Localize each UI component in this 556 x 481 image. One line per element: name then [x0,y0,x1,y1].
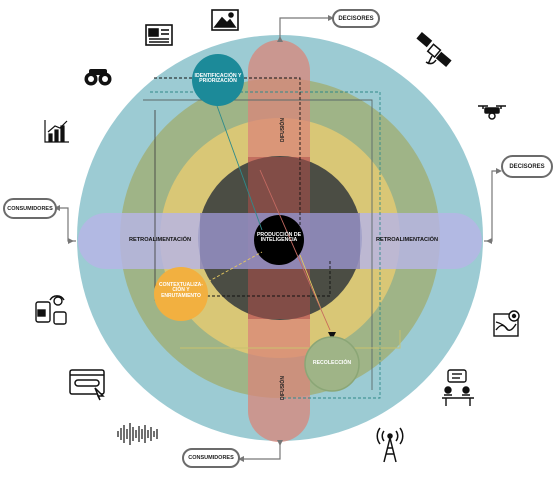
identificacion-label: IDENTIFICACIÓN Y PRIORIZACIÓN [194,73,242,85]
map-icon [493,310,520,337]
difusion-top-label: DIFUSIÓN [280,118,286,142]
difusion-bottom-label: DIFUSIÓN [280,376,286,400]
contextualizacion-node [154,267,208,321]
arrow-head-recoleccion [328,332,336,340]
web-browser-icon [69,369,105,401]
newspaper-icon [145,24,173,46]
identificacion-node [192,54,244,106]
retro-left-label: RETROALIMENTACIÓN [128,237,192,243]
endpoint-arrow-heads [54,15,502,462]
audio-wave-icon [117,423,158,445]
center-node [254,215,304,265]
social-network-icon [35,295,67,325]
growth-chart-icon [44,120,69,143]
meeting-icon [442,369,474,406]
decisores-top-pill: DECISORES [332,9,380,28]
consumidores-left-pill: CONSUMIDORES [3,198,57,219]
binoculars-icon [84,69,112,86]
drone-icon [478,105,506,120]
recoleccion-label: RECOLECCIÓN [312,360,352,366]
satellite-icon [416,32,452,67]
retro-right-label: RETROALIMENTACIÓN [375,237,439,243]
contextualizacion-label: CONTEXTUALIZA- CIÓN Y ENRUTAMIENTO [159,282,203,299]
image-icon [211,9,239,31]
recoleccion-node [304,336,360,392]
center-node-title: PRODUCCIÓN DE INTELIGENCIA [256,232,302,244]
decisores-right-pill: DECISORES [501,155,553,178]
radio-tower-icon [376,427,404,463]
consumidores-bottom-pill: CONSUMIDORES [182,448,240,468]
